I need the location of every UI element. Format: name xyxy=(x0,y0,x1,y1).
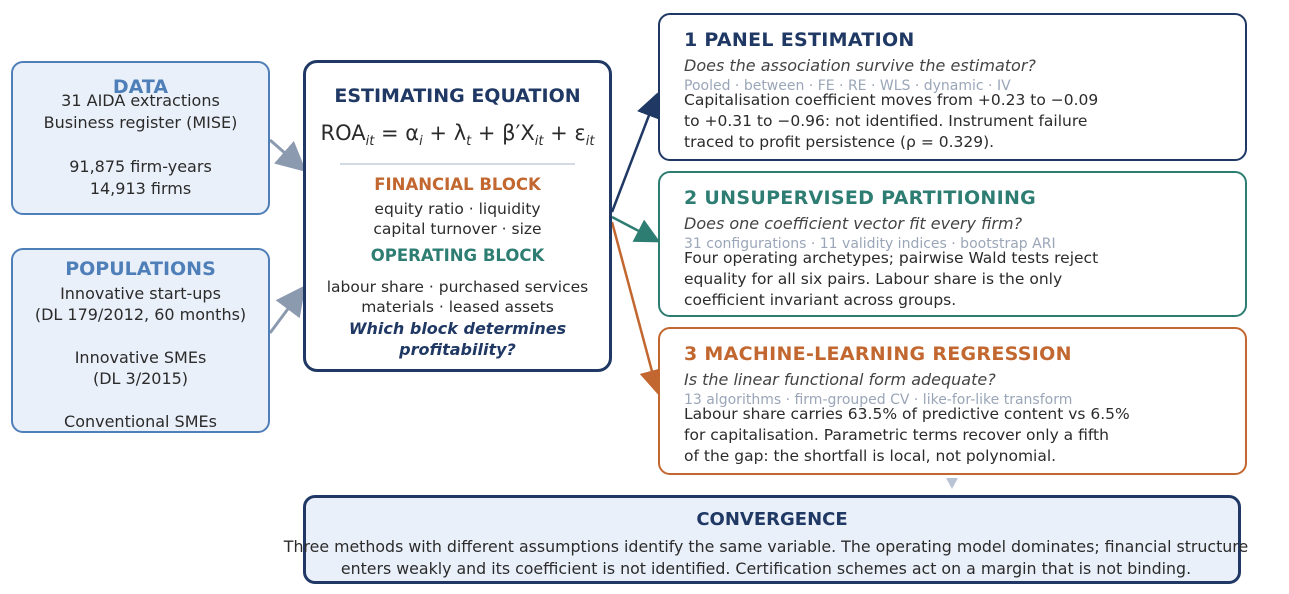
data-box: DATA 31 AIDA extractions Business regist… xyxy=(11,61,270,215)
convergence-body: Three methods with different assumptions… xyxy=(246,536,1286,580)
arrow-populations-to-equation xyxy=(268,285,306,334)
financial-block-body: equity ratio · liquidity capital turnove… xyxy=(306,199,609,239)
estimating-equation-formula: ROAit = αi + λt + β′Xit + εit xyxy=(320,121,595,150)
unsupervised-partitioning-box: 2 UNSUPERVISED PARTITIONING Does one coe… xyxy=(658,171,1247,317)
ml-body-line: of the gap: the shortfall is local, not … xyxy=(684,447,1057,465)
operating-block-title: OPERATING BLOCK xyxy=(370,246,545,265)
populations-box-title: POPULATIONS xyxy=(65,258,216,280)
partitioning-title: 2 UNSUPERVISED PARTITIONING xyxy=(684,187,1037,209)
populations-box: POPULATIONS Innovative start-ups (DL 179… xyxy=(11,248,270,433)
data-line: 14,913 firms xyxy=(89,179,192,198)
panel-estimation-title: 1 PANEL ESTIMATION xyxy=(684,29,915,51)
financial-line: equity ratio · liquidity xyxy=(374,200,541,218)
panel-body-line: to +0.31 to −0.96: not identified. Instr… xyxy=(684,112,1088,130)
convergence-title: CONVERGENCE xyxy=(696,509,848,530)
partitioning-body-line: equality for all six pairs. Labour share… xyxy=(684,270,1063,288)
convergence-line: Three methods with different assumptions… xyxy=(283,537,1249,556)
equation-question: Which block determines profitability? xyxy=(306,318,609,360)
equation-divider xyxy=(340,163,575,165)
ml-body-line: for capitalisation. Parametric terms rec… xyxy=(684,426,1109,444)
ml-regression-question: Is the linear functional form adequate? xyxy=(684,370,996,389)
population-line xyxy=(13,389,268,410)
panel-estimation-question: Does the association survive the estimat… xyxy=(684,56,1036,75)
data-line xyxy=(13,134,268,156)
question-line: Which block determines xyxy=(348,319,567,338)
convergence-line: enters weakly and its coefficient is not… xyxy=(340,559,1192,578)
ml-regression-body: Labour share carries 63.5% of predictive… xyxy=(684,404,1130,467)
populations-box-body: Innovative start-ups (DL 179/2012, 60 mo… xyxy=(13,283,268,432)
partitioning-question: Does one coefficient vector fit every fi… xyxy=(684,214,1023,233)
partitioning-body-line: Four operating archetypes; pairwise Wald… xyxy=(684,249,1099,267)
arrow-equation-to-panel xyxy=(610,92,661,213)
population-line: (DL 179/2012, 60 months) xyxy=(34,305,247,325)
population-line: (DL 3/2015) xyxy=(92,369,189,389)
population-line: Conventional SMEs xyxy=(64,411,217,431)
population-line: Innovative SMEs xyxy=(74,347,207,367)
data-line: 31 AIDA extractions xyxy=(61,91,220,110)
ml-regression-box: 3 MACHINE-LEARNING REGRESSION Is the lin… xyxy=(658,327,1247,475)
data-line: Business register (MISE) xyxy=(43,113,238,132)
equation-box-title: ESTIMATING EQUATION xyxy=(334,85,581,107)
panel-estimation-meta: Pooled · between · FE · RE · WLS · dynam… xyxy=(684,78,1011,94)
partitioning-body: Four operating archetypes; pairwise Wald… xyxy=(684,248,1098,311)
partitioning-body-line: coefficient invariant across groups. xyxy=(684,291,957,309)
arrow-methods-to-convergence xyxy=(946,478,958,489)
panel-body-line: traced to profit persistence (ρ = 0.329)… xyxy=(684,133,995,151)
ml-regression-title: 3 MACHINE-LEARNING REGRESSION xyxy=(684,343,1072,365)
arrow-equation-to-partitioning xyxy=(611,215,661,243)
panel-estimation-body: Capitalisation coefficient moves from +0… xyxy=(684,90,1098,153)
ml-body-line: Labour share carries 63.5% of predictive… xyxy=(684,405,1130,423)
panel-body-line: Capitalisation coefficient moves from +0… xyxy=(684,91,1099,109)
operating-line: labour share · purchased services xyxy=(326,278,589,296)
ml-regression-meta: 13 algorithms · firm-grouped CV · like-f… xyxy=(684,392,1073,408)
operating-block-body: labour share · purchased services materi… xyxy=(306,277,609,317)
data-box-title: DATA xyxy=(112,76,169,98)
data-box-body: 31 AIDA extractions Business register (M… xyxy=(13,90,268,200)
operating-line: materials · leased assets xyxy=(361,298,554,316)
population-line xyxy=(13,326,268,347)
partitioning-meta: 31 configurations · 11 validity indices … xyxy=(684,236,1056,252)
arrow-equation-to-ml xyxy=(610,221,664,395)
financial-line: capital turnover · size xyxy=(373,220,542,238)
data-line: 91,875 firm-years xyxy=(69,157,212,176)
population-line: Innovative start-ups xyxy=(60,284,221,303)
arrow-data-to-equation xyxy=(269,138,307,172)
financial-block-title: FINANCIAL BLOCK xyxy=(374,175,541,194)
convergence-box: CONVERGENCE xyxy=(303,495,1241,584)
panel-estimation-box: 1 PANEL ESTIMATION Does the association … xyxy=(658,13,1247,161)
question-line: profitability? xyxy=(399,340,516,359)
estimating-equation-box: ESTIMATING EQUATION ROAit = αi + λt + β′… xyxy=(303,60,612,372)
